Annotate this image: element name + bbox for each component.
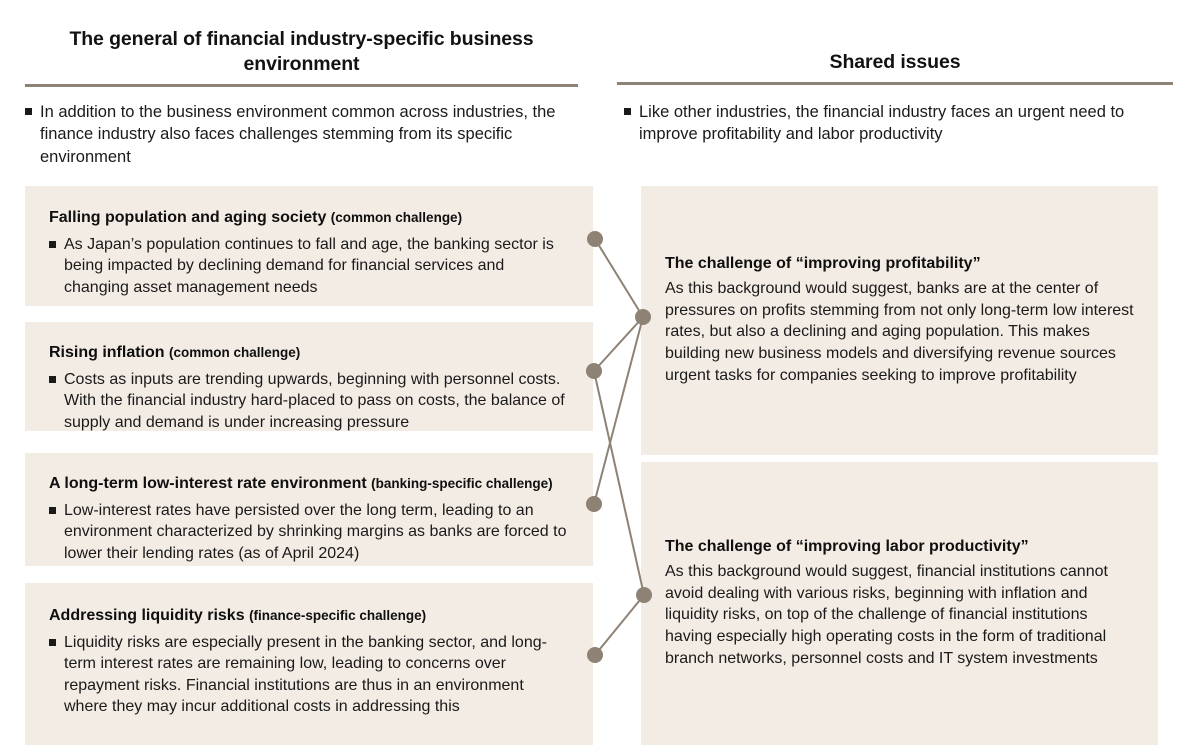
card-title: Rising inflation (common challenge) bbox=[49, 343, 569, 364]
card-title-qualifier: (banking-specific challenge) bbox=[371, 476, 553, 491]
card-title: A long-term low-interest rate environmen… bbox=[49, 474, 569, 495]
left-intro-text: In addition to the business environment … bbox=[40, 103, 556, 166]
card-title: Falling population and aging society (co… bbox=[49, 208, 569, 229]
card-body: As Japan’s population continues to fall … bbox=[64, 235, 554, 296]
connector-line bbox=[594, 594, 645, 656]
connector-line bbox=[593, 316, 644, 505]
card-body: Costs as inputs are trending upwards, be… bbox=[64, 370, 565, 431]
bullet-square-icon bbox=[624, 108, 631, 115]
connector-line bbox=[593, 316, 644, 372]
card-title-qualifier: (common challenge) bbox=[330, 210, 463, 225]
card-title-main: Rising inflation bbox=[49, 344, 165, 361]
bullet-square-icon bbox=[49, 638, 56, 646]
card-title-main: Addressing liquidity risks bbox=[49, 607, 245, 624]
connector-line bbox=[593, 370, 645, 596]
bullet-square-icon bbox=[49, 375, 56, 383]
right-card: The challenge of “improving profitabilit… bbox=[641, 186, 1158, 455]
connector-line bbox=[594, 238, 644, 318]
card-body: As this background would suggest, banks … bbox=[665, 279, 1134, 385]
card-title-qualifier: (finance-specific challenge) bbox=[249, 608, 427, 623]
right-intro-text: Like other industries, the financial ind… bbox=[639, 103, 1125, 144]
bullet-square-icon bbox=[25, 108, 32, 115]
card-title-main: A long-term low-interest rate environmen… bbox=[49, 475, 367, 492]
bullet-square-icon bbox=[49, 240, 56, 248]
left-column-title: The general of financial industry-specif… bbox=[69, 28, 534, 75]
right-intro-bullet: Like other industries, the financial ind… bbox=[624, 101, 1164, 146]
left-card: Falling population and aging society (co… bbox=[25, 186, 593, 306]
left-card: Addressing liquidity risks (finance-spec… bbox=[25, 583, 593, 745]
card-body: Liquidity risks are especially present i… bbox=[64, 633, 547, 716]
card-title-qualifier: (common challenge) bbox=[169, 345, 301, 360]
card-body: Low-interest rates have persisted over t… bbox=[64, 501, 567, 562]
left-intro-bullet: In addition to the business environment … bbox=[25, 101, 590, 168]
bullet-square-icon bbox=[49, 506, 56, 514]
right-column-header: Shared issues bbox=[617, 50, 1173, 85]
right-column-title: Shared issues bbox=[829, 51, 961, 73]
left-header-divider bbox=[25, 83, 578, 87]
card-body: As this background would suggest, financ… bbox=[665, 562, 1108, 668]
card-title-main: Falling population and aging society bbox=[49, 209, 327, 226]
card-title: Addressing liquidity risks (finance-spec… bbox=[49, 606, 569, 627]
right-header-divider bbox=[617, 81, 1173, 85]
right-card: The challenge of “improving labor produc… bbox=[641, 462, 1158, 745]
left-card: A long-term low-interest rate environmen… bbox=[25, 453, 593, 566]
left-card: Rising inflation (common challenge) Cost… bbox=[25, 322, 593, 431]
card-title: The challenge of “improving profitabilit… bbox=[665, 254, 981, 272]
left-column-header: The general of financial industry-specif… bbox=[25, 27, 578, 87]
card-title: The challenge of “improving labor produc… bbox=[665, 537, 1029, 555]
